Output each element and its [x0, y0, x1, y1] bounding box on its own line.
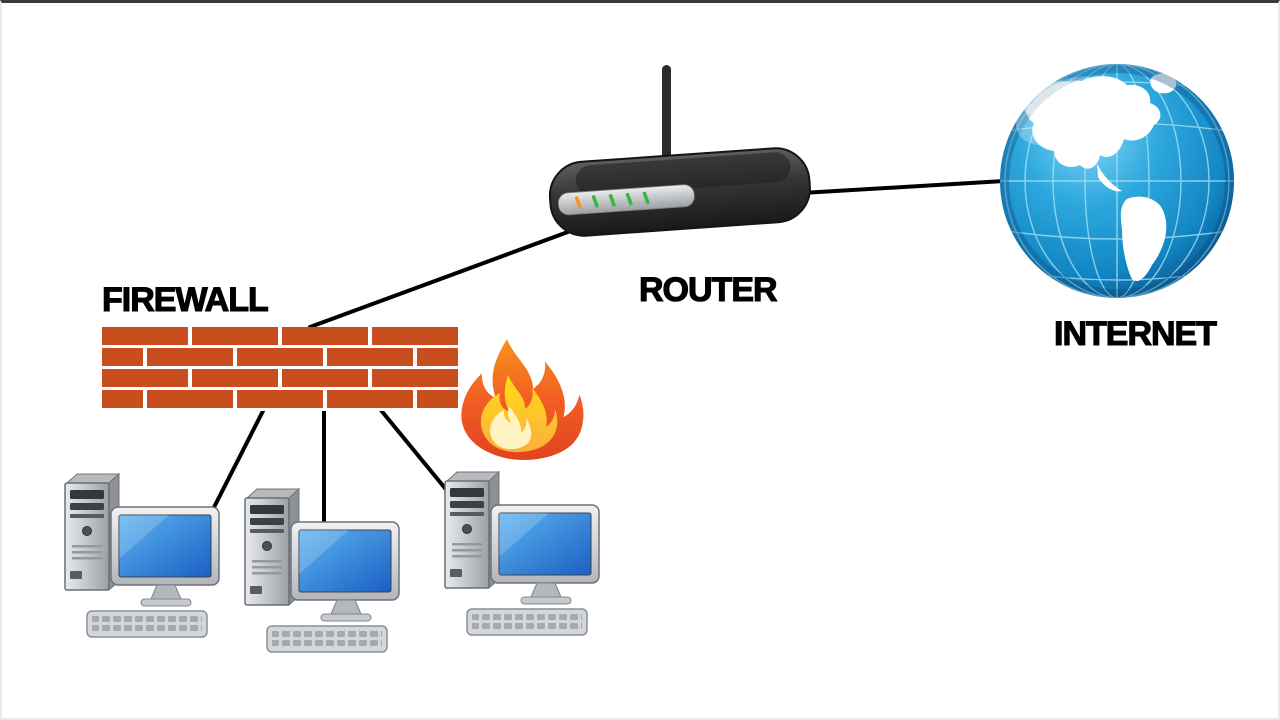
desktop-computer-1 — [64, 473, 220, 638]
led-green — [608, 194, 616, 207]
globe-rim-shade — [1000, 64, 1234, 298]
connector-firewall-router — [308, 213, 616, 329]
led-green — [625, 192, 633, 206]
router-label: ROUTER — [639, 271, 777, 309]
network-firewall-diagram: FIREWALL ROUTER INTERNET — [64, 64, 1234, 653]
router-antenna — [662, 65, 671, 165]
brick-wall — [102, 327, 458, 411]
internet-node — [1000, 64, 1234, 298]
north-america — [1026, 76, 1161, 169]
led-green — [591, 195, 599, 208]
globe-highlight-bright — [1023, 81, 1077, 117]
router-top-inset — [575, 152, 791, 196]
desktop-computer-3 — [444, 471, 600, 636]
south-america — [1120, 196, 1167, 282]
connector-firewall-pc-1 — [205, 407, 266, 523]
greenland — [1150, 73, 1177, 94]
led-green — [642, 191, 650, 205]
globe-continents — [1026, 73, 1177, 282]
central-america — [1097, 163, 1122, 192]
router-node — [548, 65, 811, 237]
led-orange — [574, 196, 582, 209]
router-leds — [574, 191, 650, 209]
connector-router-internet — [800, 179, 1006, 195]
flame-icon — [459, 334, 586, 462]
firewall-label: FIREWALL — [102, 281, 268, 319]
connections — [205, 179, 1006, 537]
globe-highlight — [1015, 76, 1115, 146]
flame-core — [489, 407, 532, 450]
internet-label: INTERNET — [1054, 315, 1217, 353]
router-front-panel — [558, 184, 695, 216]
firewall-node — [102, 327, 586, 462]
